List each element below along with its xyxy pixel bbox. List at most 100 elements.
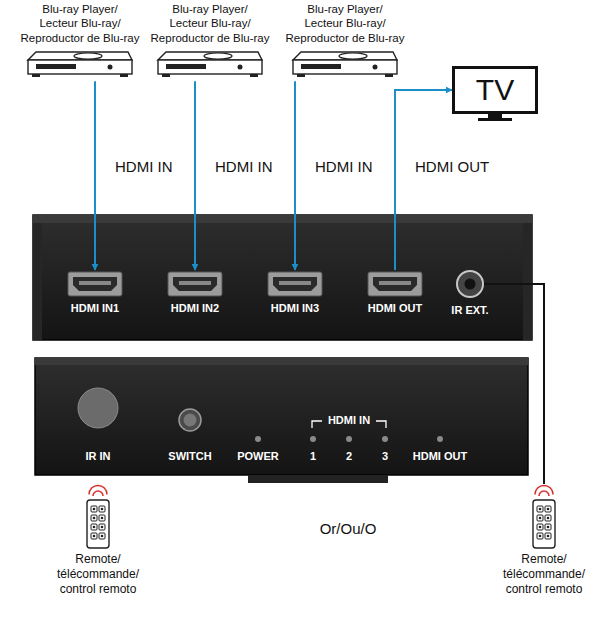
switch-cap [184, 414, 197, 427]
remote-button [545, 533, 551, 539]
hdmi-port: HDMI IN3 [265, 270, 325, 315]
port-contacts [179, 281, 211, 285]
port-icon [362, 270, 428, 298]
connector [94, 81, 96, 270]
led [437, 436, 443, 442]
led [310, 436, 316, 442]
remote-button [99, 515, 105, 521]
port-icon [165, 270, 225, 298]
disc [204, 53, 232, 59]
led [382, 436, 388, 442]
led-label: POWER [237, 450, 279, 463]
node-text: HDMI IN3 [271, 302, 319, 315]
switch-button [179, 409, 201, 431]
remote-button [545, 515, 551, 521]
jack-icon [447, 268, 493, 300]
group-label: HDMI IN [328, 414, 370, 427]
player-top [293, 52, 397, 60]
node-text: IR EXT. [451, 304, 488, 317]
player-foot [297, 74, 305, 77]
connector [395, 90, 452, 270]
connector [194, 81, 196, 270]
tv-stand [478, 114, 512, 121]
port-shell [268, 272, 322, 296]
player-foot [385, 74, 393, 77]
signal-wave [535, 485, 553, 494]
node-text: Blu-ray Player/ Lecteur Blu-ray/ Reprodu… [279, 2, 411, 45]
tv-base [478, 118, 512, 121]
player-front [158, 60, 262, 74]
led-number: 1 [310, 450, 316, 463]
led-label: HDMI OUT [413, 450, 467, 463]
remote-control: Remote/ télécommande/ control remoto [40, 484, 156, 597]
remote-button [545, 506, 551, 512]
remote-dot [539, 508, 542, 511]
port-socket [73, 277, 117, 291]
remote-icon [494, 484, 594, 552]
player-button [373, 65, 378, 70]
remote-dot [101, 535, 104, 538]
player-button [108, 65, 113, 70]
port-contacts [79, 281, 111, 285]
remote-dot [93, 535, 96, 538]
port-contacts [279, 281, 311, 285]
player-icon [279, 49, 411, 81]
remote-dot [93, 508, 96, 511]
jack-ring [457, 271, 483, 297]
led-number: 2 [346, 450, 352, 463]
hdmi-port: HDMI IN1 [65, 270, 125, 315]
player-foot [120, 74, 128, 77]
button-label: SWITCH [168, 450, 211, 463]
led [346, 436, 352, 442]
port-shell [168, 272, 222, 296]
port-socket [373, 277, 417, 291]
port-label: IR IN [85, 450, 110, 463]
port-icon [65, 270, 125, 298]
remote-dot [539, 517, 542, 520]
remote-dot [547, 535, 550, 538]
remote-button [91, 515, 97, 521]
remote-dot [547, 526, 550, 529]
port-socket [273, 277, 317, 291]
ir-jack: IR EXT. [447, 268, 493, 317]
remote-button [99, 506, 105, 512]
jack-hole [465, 279, 476, 290]
player-front [28, 60, 132, 74]
bluray-player: Blu-ray Player/ Lecteur Blu-ray/ Reprodu… [144, 2, 276, 81]
node-text: TV [476, 75, 514, 105]
tv-screen: TV [452, 66, 538, 114]
edge-label: HDMI OUT [413, 158, 491, 176]
ir-window [78, 388, 118, 428]
led-number: 3 [382, 450, 388, 463]
node-text: HDMI IN2 [171, 302, 219, 315]
remote-button [537, 533, 543, 539]
remote-button [99, 533, 105, 539]
node-text: HDMI IN1 [71, 302, 119, 315]
remote-button [545, 524, 551, 530]
remote-button [537, 506, 543, 512]
remote-dot [539, 535, 542, 538]
panel-body [33, 215, 532, 340]
panel-flange [523, 223, 532, 340]
remote-button [537, 515, 543, 521]
panel-edge [33, 215, 532, 223]
front-panel [35, 358, 528, 483]
player-button [238, 65, 243, 70]
remote-button [537, 524, 543, 530]
bluray-player: Blu-ray Player/ Lecteur Blu-ray/ Reprodu… [279, 2, 411, 81]
node-text: Remote/ télécommande/ control remoto [50, 552, 146, 597]
player-foot [250, 74, 258, 77]
player-top [158, 52, 262, 60]
node-text: Remote/ télécommande/ control remoto [496, 552, 592, 597]
node-text: Blu-ray Player/ Lecteur Blu-ray/ Reprodu… [14, 2, 146, 45]
panel-edge [35, 358, 528, 365]
disc-tray [301, 64, 341, 69]
edge-label: HDMI IN [213, 158, 275, 176]
remote-control: Remote/ télécommande/ control remoto [494, 484, 594, 597]
port-socket [173, 277, 217, 291]
remote-dot [101, 517, 104, 520]
remote-dot [539, 526, 542, 529]
led [255, 436, 261, 442]
remote-dot [547, 508, 550, 511]
edge-label: HDMI IN [313, 158, 375, 176]
